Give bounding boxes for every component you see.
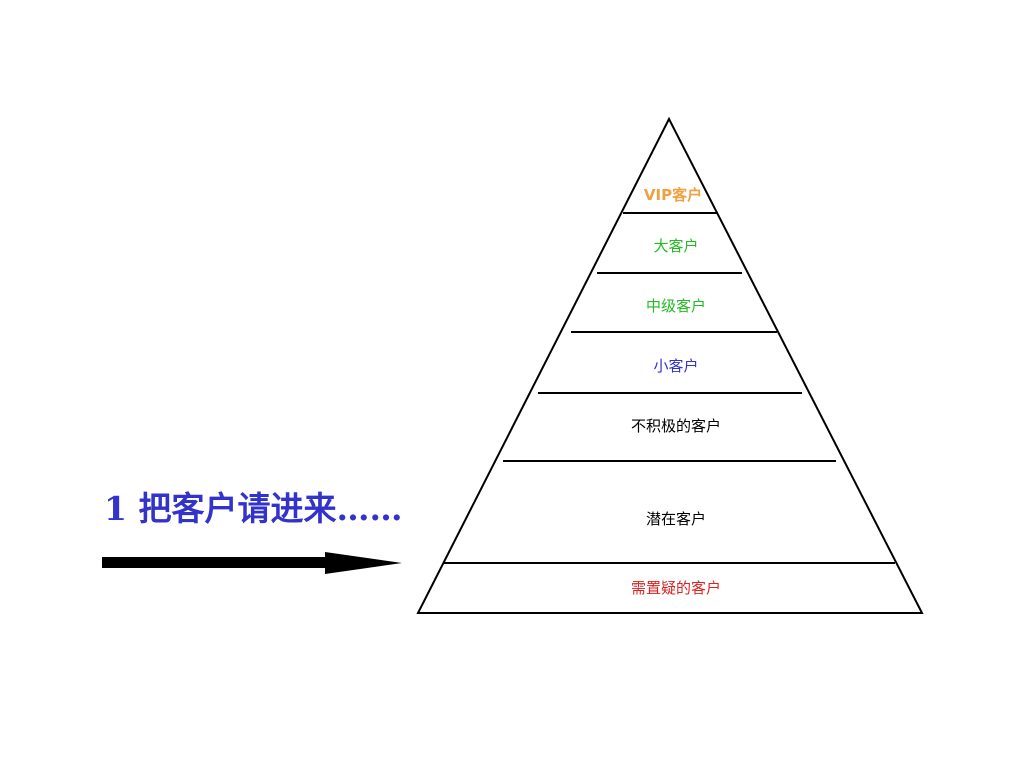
level-label-vip: VIP客户: [644, 186, 702, 204]
level-label-inactive: 不积极的客户: [631, 417, 721, 435]
level-label-small: 小客户: [653, 357, 698, 375]
headline: 1 把客户请进来……: [104, 489, 403, 528]
pyramid-labels: VIP客户 大客户 中级客户 小客户 不积极的客户 潜在客户 需置疑的客户: [631, 186, 721, 597]
right-arrow-icon: [102, 552, 402, 574]
pyramid-outline: [416, 116, 924, 614]
level-label-doubtful: 需置疑的客户: [631, 579, 721, 597]
level-label-large: 大客户: [653, 237, 698, 255]
level-label-potential: 潜在客户: [646, 510, 706, 528]
level-label-mid: 中级客户: [646, 297, 706, 315]
